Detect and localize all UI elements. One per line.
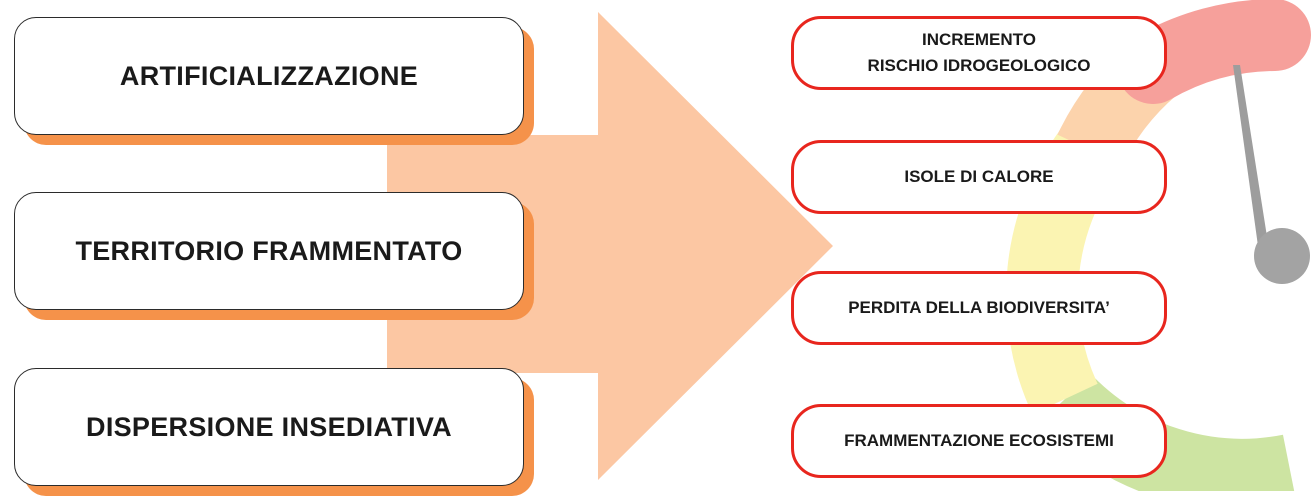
cause-box-face: DISPERSIONE INSEDIATIVA — [14, 368, 524, 486]
effect-label: PERDITA DELLA BIODIVERSITA’ — [848, 297, 1110, 317]
gauge-needle — [1233, 65, 1268, 246]
effect-label: FRAMMENTAZIONE ECOSISTEMI — [844, 430, 1114, 450]
cause-box-dispersione-insediativa: DISPERSIONE INSEDIATIVA — [14, 368, 534, 496]
cause-box-territorio-frammentato: TERRITORIO FRAMMENTATO — [14, 192, 534, 320]
effect-box-isole-di-calore: ISOLE DI CALORE — [791, 140, 1167, 214]
effect-box-perdita-biodiversita: PERDITA DELLA BIODIVERSITA’ — [791, 271, 1167, 345]
cause-label: DISPERSIONE INSEDIATIVA — [86, 411, 452, 442]
effect-label: INCREMENTO RISCHIO IDROGEOLOGICO — [867, 29, 1091, 75]
effect-box-rischio-idrogeologico: INCREMENTO RISCHIO IDROGEOLOGICO — [791, 16, 1167, 90]
cause-label: TERRITORIO FRAMMENTATO — [75, 235, 463, 266]
cause-box-face: TERRITORIO FRAMMENTATO — [14, 192, 524, 310]
effect-box-frammentazione-ecosistemi: FRAMMENTAZIONE ECOSISTEMI — [791, 404, 1167, 478]
cause-label: ARTIFICIALIZZAZIONE — [119, 60, 419, 91]
cause-box-face: ARTIFICIALIZZAZIONE — [14, 17, 524, 135]
gauge-needle-hub — [1254, 228, 1310, 284]
effect-label: ISOLE DI CALORE — [904, 166, 1054, 186]
cause-box-artificializzazione: ARTIFICIALIZZAZIONE — [14, 17, 534, 145]
